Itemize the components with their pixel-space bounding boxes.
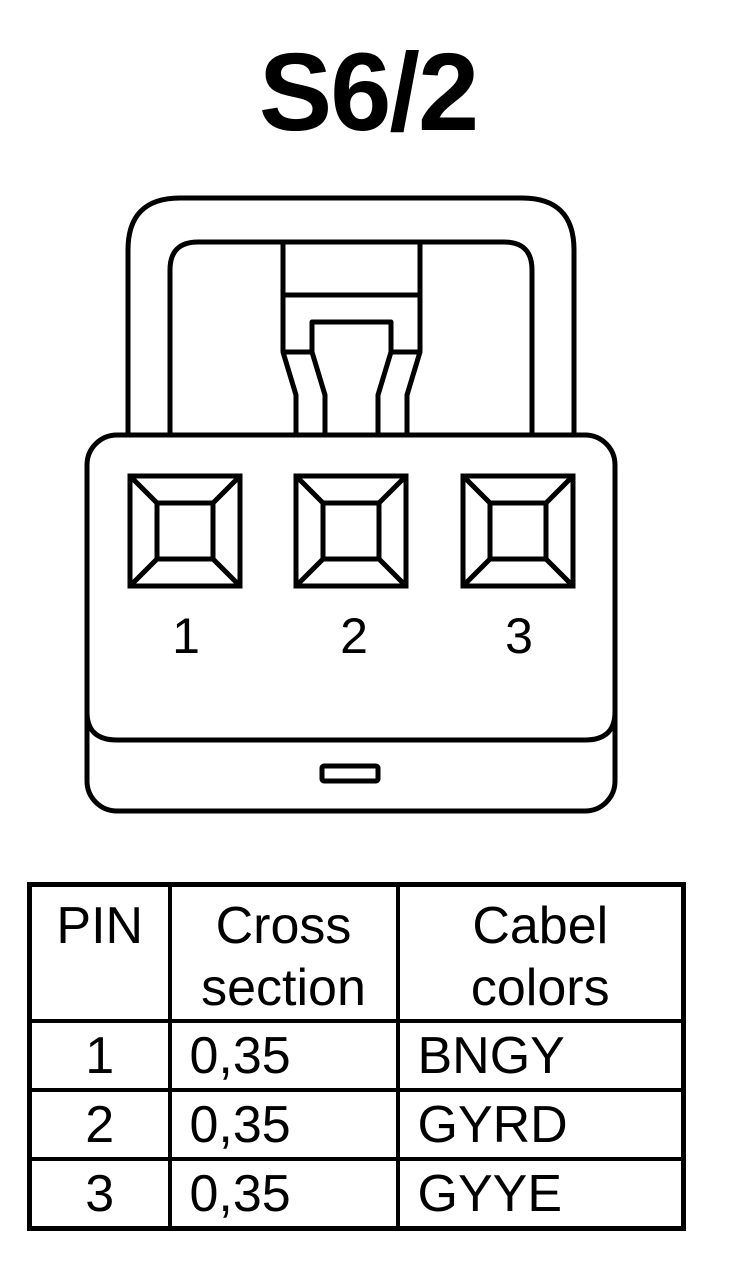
table-header-row: PIN Cross section Cabel colors [27, 882, 686, 1023]
row-cross-section: 0,35 [167, 1088, 400, 1161]
row-cross-section: 0,35 [167, 1157, 400, 1231]
pin-socket-2 [293, 473, 409, 589]
row-pin: 1 [27, 1019, 172, 1092]
pin-socket-3 [460, 473, 576, 589]
connector-diagram: 1 2 3 [84, 195, 618, 814]
header-cable-colors-line1: Cabel [472, 897, 609, 955]
latch-outer [125, 195, 577, 435]
housing-lip [84, 711, 618, 743]
header-cable-colors-line2: colors [470, 959, 610, 1017]
header-cross-section: Cross section [167, 882, 400, 1023]
housing-body [84, 432, 618, 814]
pin-table: PIN Cross section Cabel colors 1 0,35 BN… [27, 882, 686, 1231]
row-cross-section: 0,35 [167, 1019, 400, 1092]
header-cross-section-line2: section [201, 959, 366, 1017]
table-row: 1 0,35 BNGY [27, 1019, 686, 1092]
header-cable-colors: Cabel colors [395, 882, 686, 1023]
latch-inner [167, 239, 535, 435]
housing-slot [319, 763, 381, 784]
table-row: 2 0,35 GYRD [27, 1088, 686, 1161]
latch-tab-inner [283, 319, 420, 435]
pin-label-1: 1 [172, 608, 200, 664]
pin-label-3: 3 [505, 608, 533, 664]
header-pin-label: PIN [56, 897, 144, 955]
row-cable-color: GYYE [395, 1157, 686, 1231]
pin-label-2: 2 [340, 608, 368, 664]
row-pin: 3 [27, 1157, 172, 1231]
row-cable-color: GYRD [395, 1088, 686, 1161]
header-cross-section-line1: Cross [215, 897, 352, 955]
header-pin: PIN [27, 882, 172, 1023]
pin-socket-1 [127, 473, 243, 589]
row-cable-color: BNGY [395, 1019, 686, 1092]
table-row: 3 0,35 GYYE [27, 1157, 686, 1231]
row-pin: 2 [27, 1088, 172, 1161]
connector-title: S6/2 [258, 31, 479, 154]
latch-tab [280, 242, 423, 435]
